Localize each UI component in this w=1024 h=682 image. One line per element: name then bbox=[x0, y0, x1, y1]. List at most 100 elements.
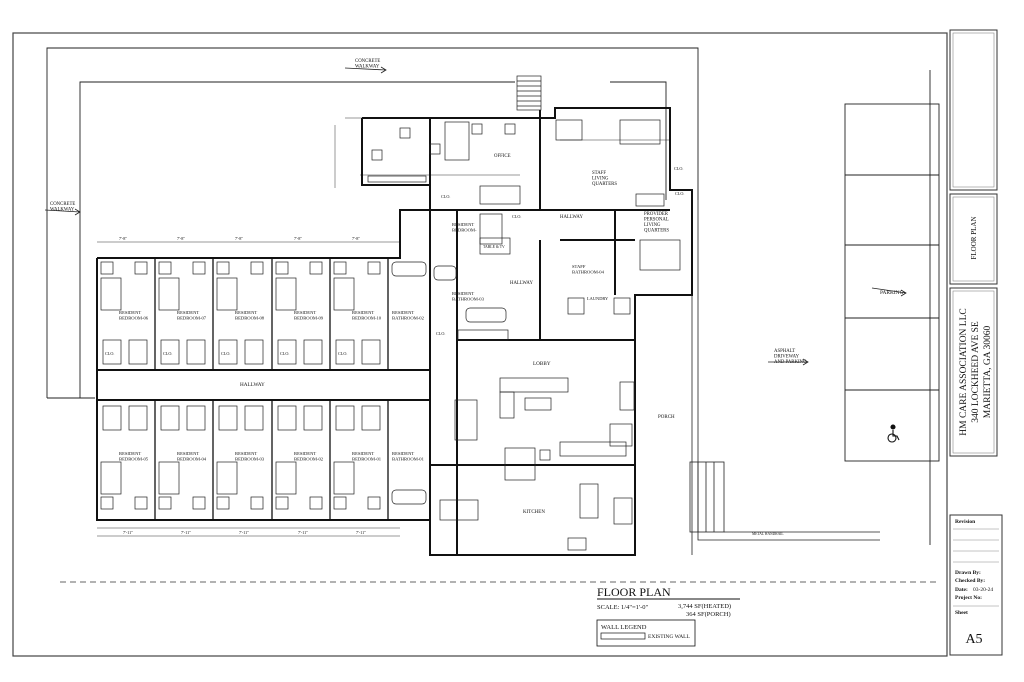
hallway-mid-label: HALLWAY bbox=[510, 281, 533, 286]
wardrobe bbox=[186, 405, 206, 431]
drawing-title: FLOOR PLAN bbox=[597, 585, 671, 599]
laundry-machine bbox=[567, 297, 585, 315]
bed bbox=[275, 461, 297, 495]
porch-ramp bbox=[689, 200, 880, 555]
dimension-label: 7'-11" bbox=[298, 530, 308, 535]
closet bbox=[335, 405, 355, 431]
sheet-title-vertical: FLOOR PLAN bbox=[970, 217, 978, 260]
arrow-icon bbox=[344, 66, 387, 74]
nightstand bbox=[250, 261, 264, 275]
bed bbox=[479, 213, 503, 245]
dimension-label: 7'-11" bbox=[181, 530, 191, 535]
dimension-label: 7'-11" bbox=[123, 530, 133, 535]
nightstand bbox=[367, 496, 381, 510]
nightstand bbox=[333, 261, 347, 275]
sheet-border bbox=[12, 32, 948, 657]
closet bbox=[277, 405, 297, 431]
wardrobe bbox=[361, 405, 381, 431]
bathtub bbox=[391, 261, 427, 277]
metal-handrail-label: METAL HANDRAIL bbox=[752, 532, 784, 536]
chair bbox=[399, 127, 411, 139]
parking-label: PARKING bbox=[880, 290, 904, 296]
clo-label: CLO. bbox=[280, 351, 289, 356]
dimension-label: 7'-11" bbox=[356, 530, 366, 535]
bathtub bbox=[465, 307, 507, 323]
wardrobe bbox=[244, 339, 264, 365]
clo-label: CLO. bbox=[675, 191, 684, 196]
dimension-label: 7'-8" bbox=[177, 236, 185, 241]
closet bbox=[277, 339, 297, 365]
nightstand bbox=[100, 261, 114, 275]
nightstand bbox=[134, 261, 148, 275]
nightstand bbox=[216, 261, 230, 275]
nightstand bbox=[309, 261, 323, 275]
lobby-label: LOBBY bbox=[533, 361, 551, 367]
arrow-icon bbox=[44, 208, 81, 216]
chair bbox=[471, 123, 483, 135]
coffee-table bbox=[524, 397, 552, 411]
bed bbox=[333, 461, 355, 495]
drawn-by-label: Drawn By: bbox=[955, 570, 981, 576]
area-heated: 3,744 SF(HEATED) bbox=[678, 603, 731, 610]
porch-label: PORCH bbox=[658, 415, 675, 420]
desk bbox=[444, 121, 470, 161]
wardrobe bbox=[186, 339, 206, 365]
closet bbox=[160, 339, 180, 365]
closet bbox=[160, 405, 180, 431]
clo-label: CLO. bbox=[338, 351, 347, 356]
wall-legend-title: WALL LEGEND bbox=[601, 624, 647, 631]
sofa bbox=[609, 423, 633, 447]
wardrobe bbox=[128, 405, 148, 431]
laundry-machine bbox=[613, 297, 631, 315]
parking-stalls bbox=[844, 70, 940, 545]
nightstand bbox=[333, 496, 347, 510]
address-line-2: MARIETTA, GA 30060 bbox=[983, 326, 993, 419]
armchair bbox=[619, 381, 635, 411]
nightstand bbox=[192, 496, 206, 510]
bathtub bbox=[391, 489, 427, 505]
sofa bbox=[457, 329, 509, 341]
checked-by-label: Checked By: bbox=[955, 578, 985, 584]
area-porch: 364 SF(PORCH) bbox=[686, 611, 731, 618]
kitchen-label: KITCHEN bbox=[523, 510, 545, 515]
dimension-label: 7'-11" bbox=[239, 530, 249, 535]
nightstand bbox=[367, 261, 381, 275]
wardrobe bbox=[361, 339, 381, 365]
wheelchair-icon bbox=[887, 424, 900, 443]
nightstand bbox=[100, 496, 114, 510]
nightstand bbox=[158, 496, 172, 510]
wardrobe bbox=[128, 339, 148, 365]
sink bbox=[567, 537, 587, 551]
wardrobe bbox=[303, 339, 323, 365]
dimension-label: 7'-8" bbox=[119, 236, 127, 241]
bed bbox=[619, 119, 661, 145]
wall-legend-swatch bbox=[600, 632, 646, 640]
chair bbox=[504, 123, 516, 135]
closet bbox=[218, 405, 238, 431]
table bbox=[439, 499, 479, 521]
chair bbox=[539, 449, 551, 461]
bed bbox=[216, 461, 238, 495]
closet bbox=[102, 405, 122, 431]
nightstand bbox=[309, 496, 323, 510]
date-label: Date: bbox=[955, 587, 968, 593]
clo-label: CLO. bbox=[674, 166, 683, 171]
bed bbox=[275, 277, 297, 311]
table bbox=[504, 447, 536, 481]
revision-label: Revision bbox=[955, 519, 975, 525]
clo-label: CLO. bbox=[436, 331, 445, 336]
